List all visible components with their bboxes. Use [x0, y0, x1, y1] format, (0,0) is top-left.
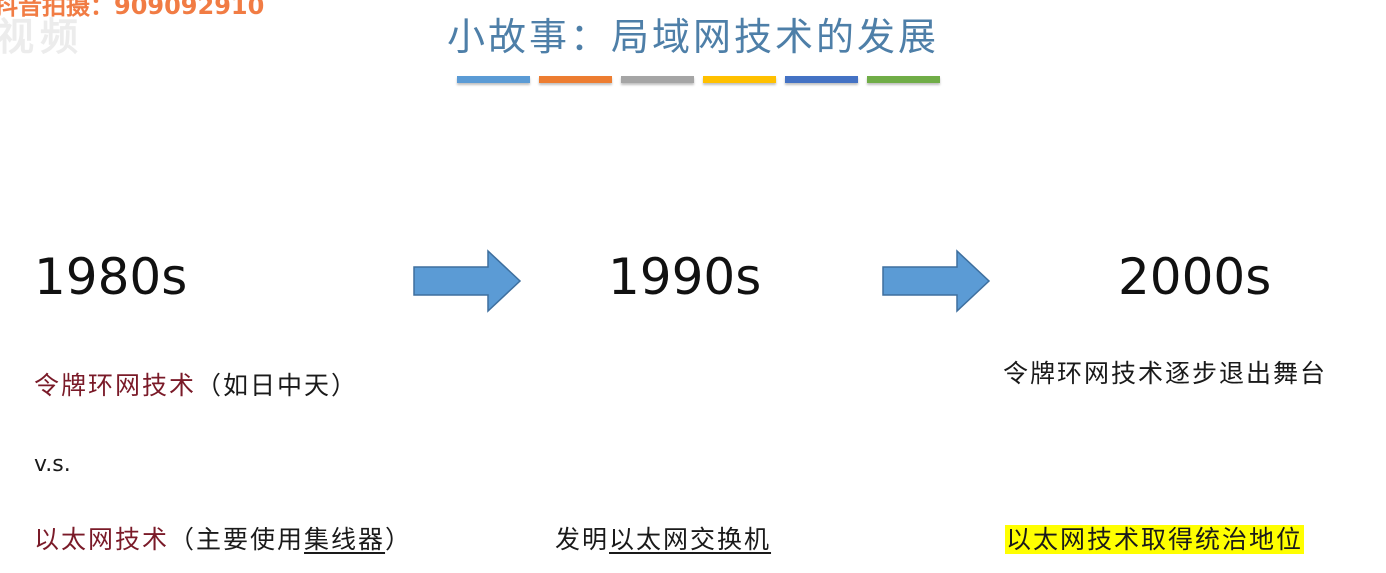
- ethernet-note-prefix: （主要使用: [169, 525, 305, 554]
- ethernet-dominant-highlight: 以太网技术取得统治地位: [1005, 525, 1305, 554]
- ethernet-dominant-line: 以太网技术取得统治地位: [1005, 520, 1305, 556]
- color-bar-2: [539, 76, 612, 83]
- color-bar-5: [785, 76, 858, 83]
- right-arrow-icon: [413, 249, 522, 313]
- right-arrow-icon: [882, 249, 991, 313]
- watermark-text: 抖音拍摄：909092910: [0, 0, 265, 20]
- title-color-bars: [457, 76, 940, 83]
- invent-switch-line: 发明以太网交换机: [555, 520, 771, 556]
- ethernet-label: 以太网技术: [34, 525, 170, 554]
- invent-prefix: 发明: [555, 525, 610, 554]
- ethernet-note-suffix: ）: [385, 525, 413, 554]
- slide-title: 小故事：局域网技术的发展: [446, 15, 939, 59]
- token-ring-note: （如日中天）: [196, 371, 359, 400]
- hub-term: 集线器: [304, 525, 386, 554]
- token-ring-line: 令牌环网技术（如日中天）: [34, 366, 358, 402]
- ethernet-line: 以太网技术（主要使用集线器）: [34, 520, 412, 556]
- versus-label: v.s.: [34, 452, 71, 477]
- token-ring-exit-text: 令牌环网技术逐步退出舞台: [1003, 359, 1328, 388]
- color-bar-3: [621, 76, 694, 83]
- year-1990s: 1990s: [608, 248, 762, 306]
- color-bar-6: [867, 76, 940, 83]
- watermark-logo: 视频: [0, 15, 85, 59]
- ethernet-switch-term: 以太网交换机: [609, 525, 772, 554]
- color-bar-4: [703, 76, 776, 83]
- color-bar-1: [457, 76, 530, 83]
- token-ring-label: 令牌环网技术: [34, 371, 197, 400]
- year-1980s: 1980s: [34, 248, 188, 306]
- year-2000s: 2000s: [1118, 248, 1272, 306]
